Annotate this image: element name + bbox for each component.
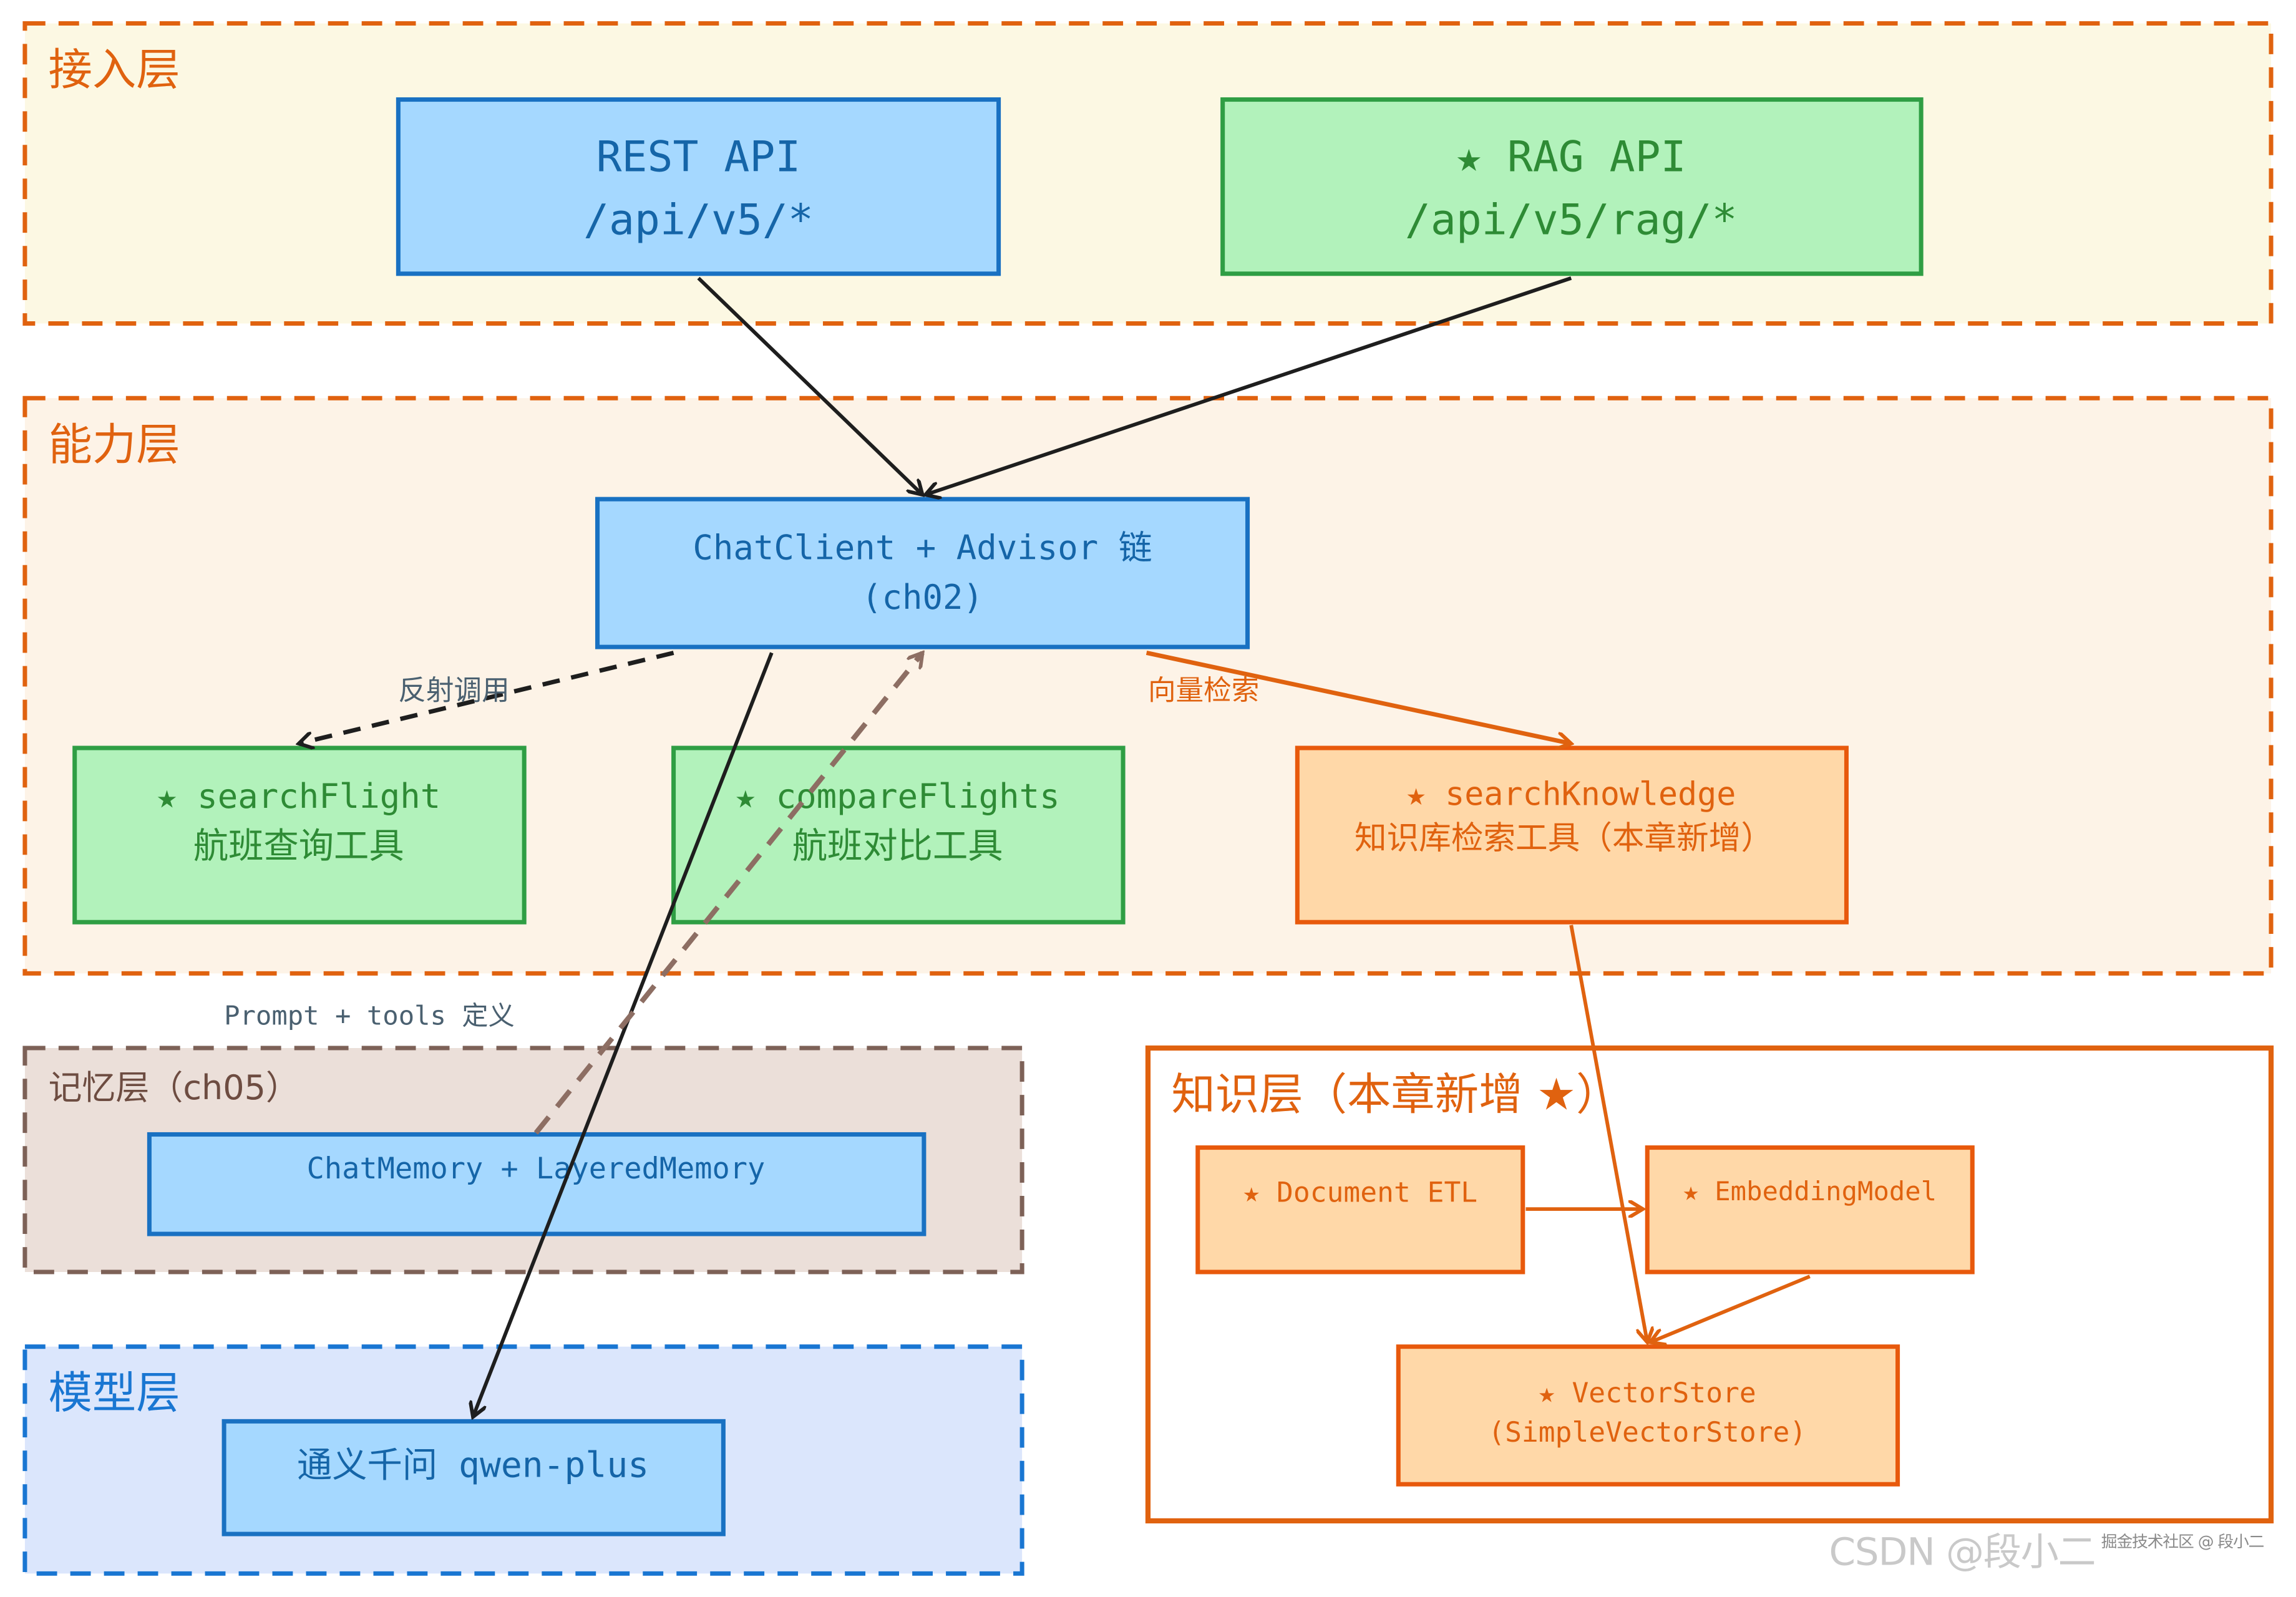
vector-store-title: ★ VectorStore	[1539, 1377, 1756, 1409]
edge-chatclient-to-model	[473, 652, 774, 1417]
vector-store-subtitle: (SimpleVectorStore)	[1488, 1416, 1806, 1449]
search-knowledge-node	[1295, 745, 1849, 925]
chat-memory-node	[147, 1132, 927, 1236]
compare-flights-subtitle: 航班对比工具	[792, 826, 1003, 866]
search-flight-title: ★ searchFlight	[157, 777, 440, 816]
rest-api-path: /api/v5/*	[583, 195, 814, 245]
search-knowledge-title: ★ searchKnowledge	[1406, 776, 1736, 813]
edge-chatclient-to-searchflight	[299, 651, 674, 743]
embedding-model-node	[1645, 1145, 1975, 1274]
edge-searchknowledge-to-vectorstore	[1569, 925, 1647, 1342]
watermark-small: 掘金技术社区 @ 段小二	[2101, 1532, 2265, 1552]
chat-client-subtitle: (ch02)	[862, 578, 983, 617]
document-etl-label: ★ Document ETL	[1243, 1176, 1477, 1208]
chat-client-node	[595, 497, 1250, 649]
edge-embedding-to-vectorstore	[1650, 1274, 1811, 1342]
rag-api-node	[1220, 97, 1924, 276]
search-flight-node	[72, 745, 527, 925]
chat-memory-label: ChatMemory + LayeredMemory	[307, 1152, 766, 1186]
edge-label-vector-search: 向量检索	[1148, 674, 1259, 707]
rag-api-title: ★ RAG API	[1456, 133, 1686, 182]
compare-flights-title: ★ compareFlights	[736, 777, 1060, 816]
rest-api-title: REST API	[596, 133, 801, 182]
capability-layer-title: 能力层	[48, 419, 180, 470]
memory-layer-title: 记忆层（ch05）	[48, 1068, 299, 1107]
edge-memory-to-chatclient	[533, 653, 923, 1135]
document-etl-node	[1195, 1145, 1525, 1274]
watermark-main: CSDN @段小二	[1829, 1531, 2096, 1575]
edge-label-reflect: 反射调用	[398, 674, 509, 707]
search-flight-subtitle: 航班查询工具	[193, 826, 404, 866]
compare-flights-node	[671, 745, 1126, 925]
chat-client-title: ChatClient + Advisor 链	[693, 528, 1152, 567]
access-layer-title: 接入层	[48, 44, 180, 95]
edge-rag-to-chatclient	[925, 276, 1572, 495]
edge-chatclient-to-searchknowledge	[1146, 651, 1572, 743]
rag-api-path: /api/v5/rag/*	[1405, 195, 1738, 245]
qwen-model-node	[221, 1419, 726, 1536]
qwen-model-label: 通义千问 qwen-plus	[297, 1445, 649, 1486]
edge-rest-to-chatclient	[697, 276, 922, 495]
embedding-model-label: ★ EmbeddingModel	[1683, 1176, 1937, 1206]
vector-store-node	[1396, 1344, 1900, 1487]
search-knowledge-subtitle: 知识库检索工具（本章新增）	[1355, 820, 1773, 857]
model-layer-title: 模型层	[48, 1367, 180, 1419]
watermark: CSDN @段小二掘金技术社区 @ 段小二	[1829, 1522, 2264, 1576]
access-layer-frame	[22, 21, 2274, 326]
knowledge-layer-title: 知识层（本章新增 ★）	[1172, 1069, 1620, 1120]
edge-label-prompt-tools: Prompt + tools 定义	[224, 1000, 515, 1031]
rest-api-node	[396, 97, 1001, 276]
